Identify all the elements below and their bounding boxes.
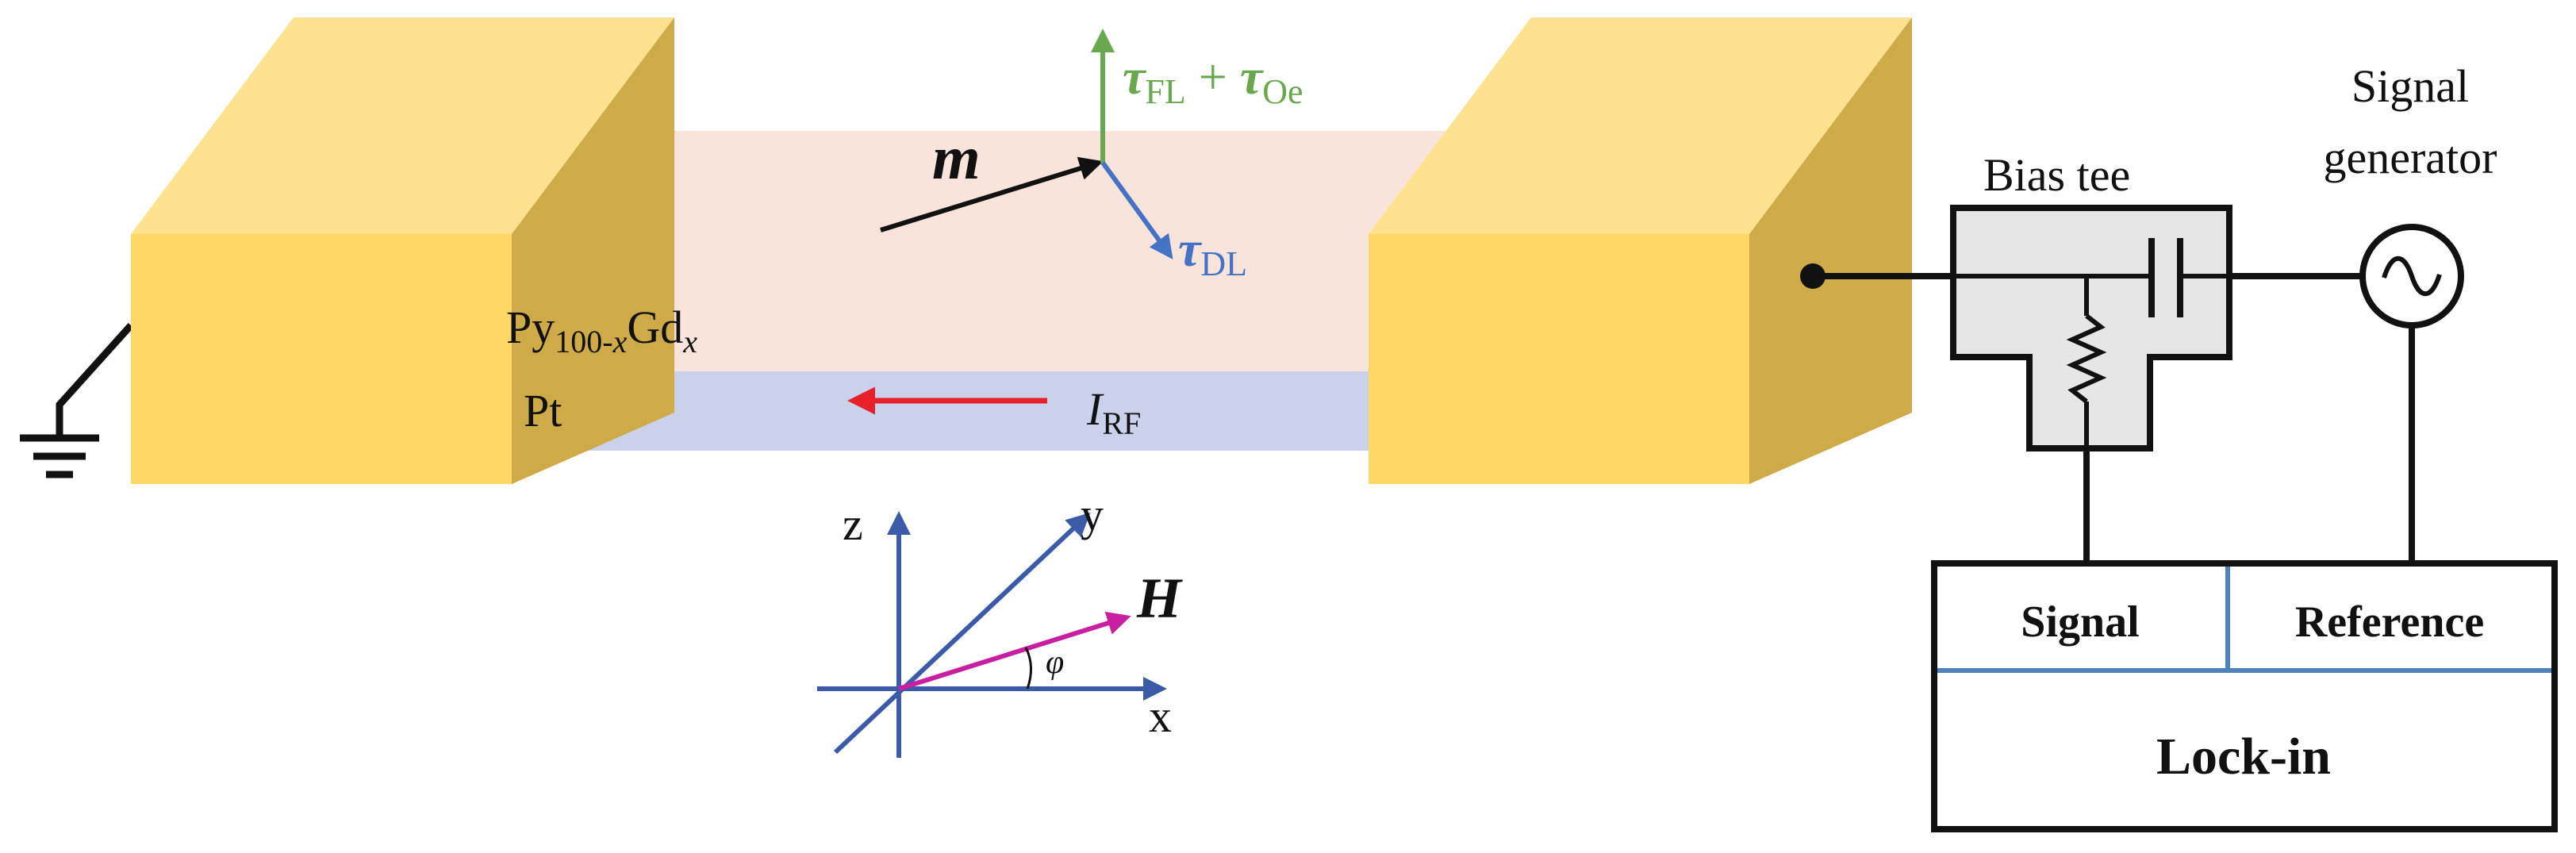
signal-generator-label-line1: Signal (2351, 60, 2469, 112)
phi-angle-arc (1024, 647, 1032, 690)
tau-symbol: τ (1123, 48, 1147, 105)
z-axis-label: z (843, 498, 863, 550)
right-contact-pad (1369, 17, 1912, 484)
right-pad-top (1369, 17, 1912, 234)
capacitor-icon (2148, 238, 2183, 317)
field-label: H (1136, 567, 1183, 630)
current-label: IRF (1086, 383, 1141, 441)
left-pad-front (131, 234, 512, 484)
signal-generator-label-line2: generator (2324, 132, 2497, 183)
tau-symbol: τ (1178, 221, 1203, 277)
right-pad-front (1369, 234, 1749, 484)
ground-connection (20, 322, 134, 478)
y-axis-label: y (1081, 489, 1104, 540)
coordinate-axes: z y x H φ (817, 489, 1183, 758)
fl-subscript: FL (1145, 72, 1185, 111)
dl-subscript: DL (1200, 244, 1247, 283)
oe-subscript: Oe (1262, 72, 1303, 111)
py-gd-label: Py100-xGdx (506, 302, 697, 359)
py-gd-layer-top (476, 131, 1464, 286)
tau-symbol: τ (1240, 48, 1265, 105)
bias-tee-box (1950, 205, 2232, 451)
lock-in-box (1931, 560, 2558, 832)
inductor-icon (2066, 313, 2107, 404)
x-axis-label: x (1149, 690, 1172, 742)
torque-fl-oe-label: τFL + τOe (1123, 48, 1303, 111)
phi-label: φ (1046, 644, 1064, 681)
left-contact-pad (131, 17, 674, 484)
lock-in-title: Lock-in (2156, 728, 2331, 786)
field-arrow (898, 611, 1131, 691)
bias-tee-label: Bias tee (1983, 149, 2130, 201)
m-label: m (932, 123, 981, 192)
lock-in-signal-label: Signal (2021, 597, 2139, 647)
right-pad-side (1749, 17, 1912, 484)
y-axis (833, 512, 1091, 755)
lock-in-amplifier: Signal Reference Lock-in (1931, 560, 2558, 832)
torque-dl-label: τDL (1178, 221, 1247, 283)
plus-sign: + (1186, 48, 1240, 105)
ground-icon (20, 434, 99, 478)
left-pad-side (512, 17, 674, 484)
torque-dl-arrow (1100, 161, 1173, 259)
magnetization-arrow (880, 156, 1104, 232)
pt-label: Pt (524, 385, 562, 436)
ground-wire (56, 322, 134, 436)
lock-in-reference-label: Reference (2295, 597, 2484, 647)
left-pad-top (131, 17, 674, 234)
signal-generator: Signal generator (2324, 60, 2497, 329)
bias-tee: Bias tee (1950, 149, 2232, 451)
